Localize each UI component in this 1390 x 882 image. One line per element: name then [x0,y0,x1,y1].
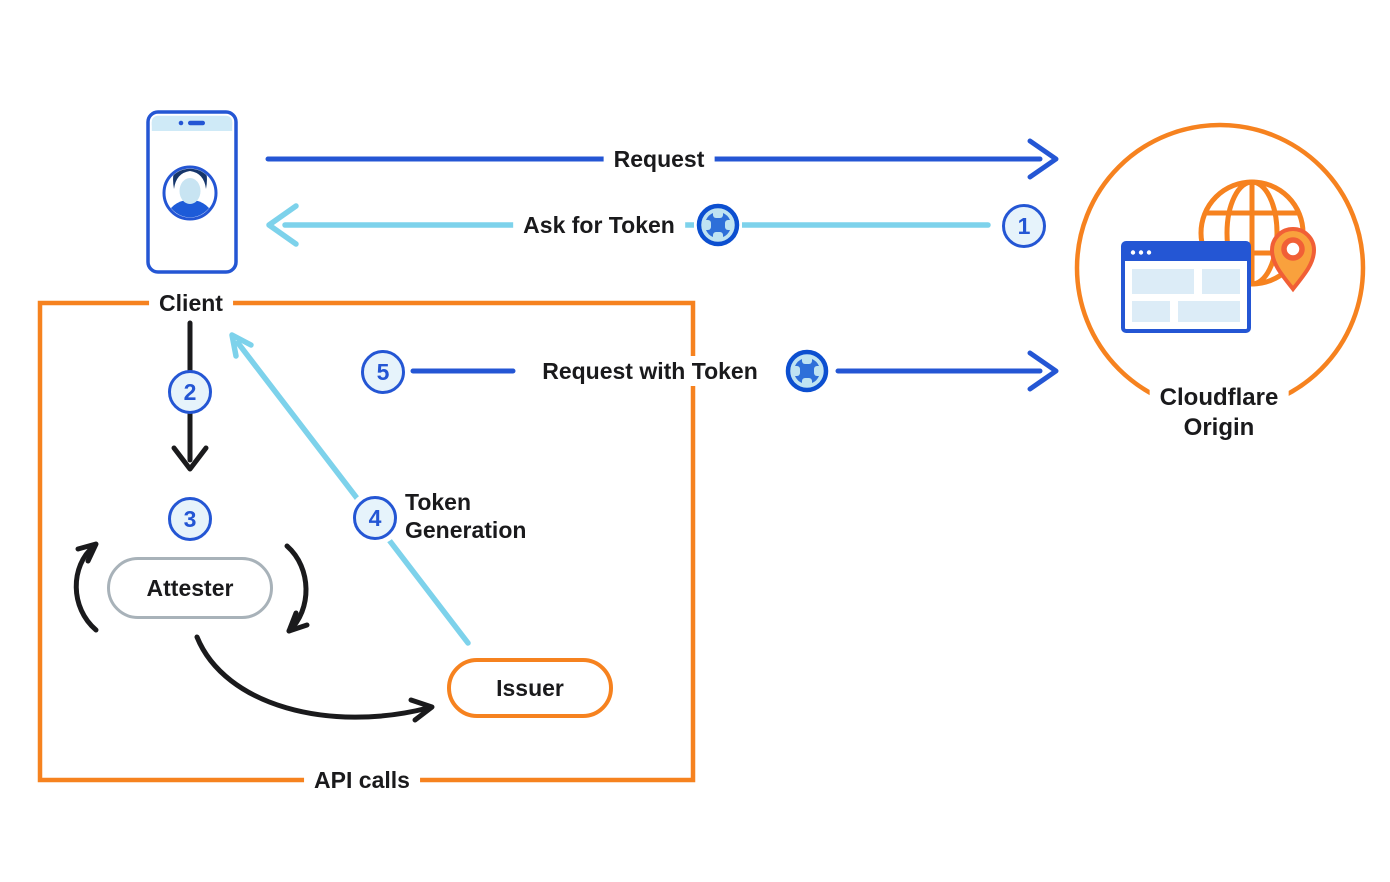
issuer-label: Issuer [496,674,564,701]
issuer-node: Issuer [447,658,613,718]
step-badge-1: 1 [1002,204,1046,248]
request-label: Request [603,144,715,174]
ask-for-token-label: Ask for Token [513,210,685,240]
globe-browser-location-icon [1074,122,1366,414]
attester-label: Attester [146,574,234,601]
step-badge-3: 3 [168,497,212,541]
user-avatar-icon [162,165,218,221]
request-with-token-arrow [410,350,1059,392]
attester-to-issuer-arrow [194,634,435,723]
attestation-cycle-arrows [73,541,310,634]
step-badge-4: 4 [353,496,397,540]
location-pin-icon [1269,227,1317,293]
token-generation-label: Token Generation [405,489,527,543]
cloudflare-origin-label: Cloudflare Origin [1149,382,1289,444]
step-badge-2: 2 [168,370,212,414]
attester-node: Attester [107,557,273,619]
client-label: Client [149,288,233,318]
smartphone-user-icon [146,110,238,274]
token-icon [692,199,744,251]
step-badge-5: 5 [361,350,405,394]
api-calls-label: API calls [304,765,420,795]
browser-window-icon [1121,241,1251,333]
request-with-token-label: Request with Token [532,356,768,386]
token-generation-arrow [229,332,471,646]
token-icon [781,345,833,397]
